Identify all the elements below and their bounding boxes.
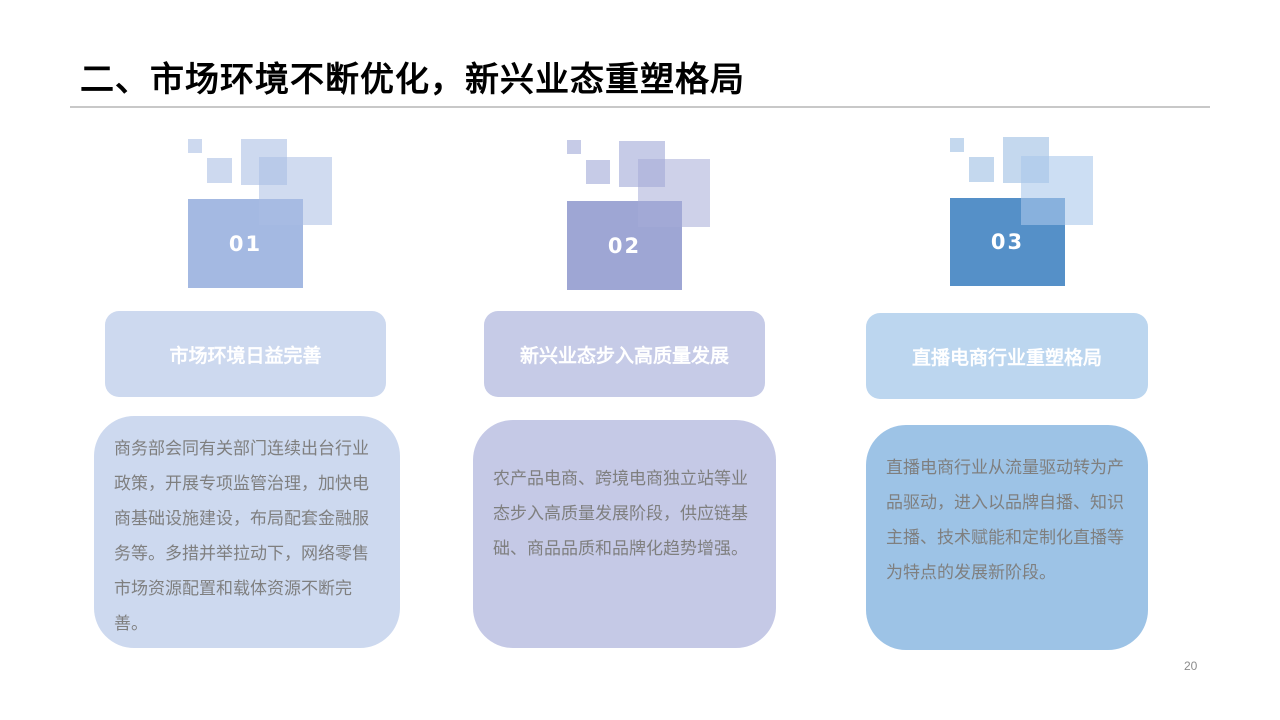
decor-square	[567, 140, 581, 154]
slide-title: 二、市场环境不断优化，新兴业态重塑格局	[80, 60, 745, 100]
column-heading: 新兴业态步入高质量发展	[484, 311, 765, 397]
column-text: 直播电商行业从流量驱动转为产品驱动，进入以品牌自播、知识主播、技术赋能和定制化直…	[866, 425, 1148, 650]
column-heading: 市场环境日益完善	[105, 311, 386, 397]
column-heading: 直播电商行业重塑格局	[866, 313, 1148, 399]
decor-square	[188, 139, 202, 153]
title-divider	[70, 106, 1210, 108]
page-number: 20	[1184, 659, 1198, 673]
decor-square	[638, 159, 710, 227]
number-badge: 03	[950, 198, 1065, 286]
decor-square	[586, 160, 610, 184]
column-text: 商务部会同有关部门连续出台行业政策，开展专项监管治理，加快电商基础设施建设，布局…	[94, 416, 400, 648]
decor-square	[259, 157, 332, 225]
decor-square	[207, 158, 232, 183]
decor-square	[1021, 156, 1093, 225]
decor-square	[950, 138, 964, 152]
number-badge: 02	[567, 201, 682, 290]
decor-square	[969, 157, 994, 182]
column-text: 农产品电商、跨境电商独立站等业态步入高质量发展阶段，供应链基础、商品品质和品牌化…	[473, 420, 776, 648]
